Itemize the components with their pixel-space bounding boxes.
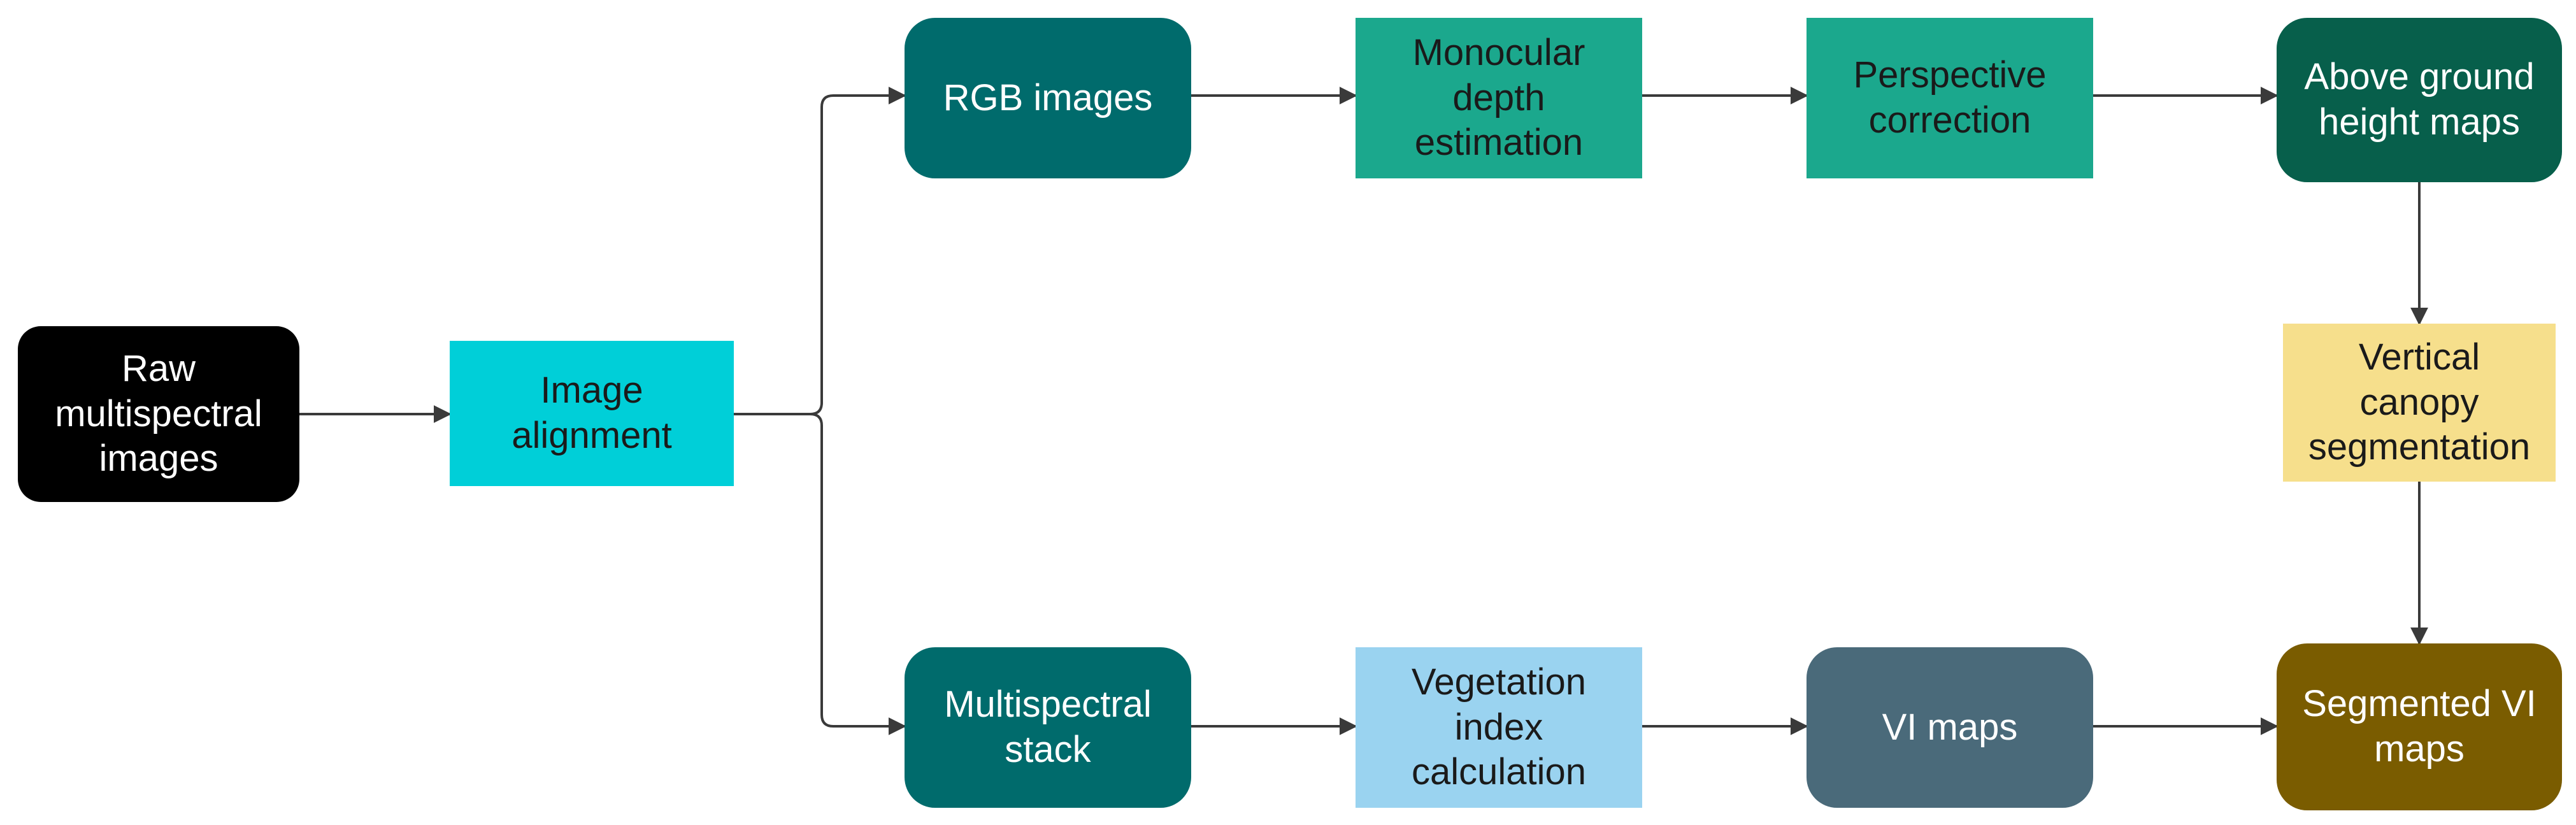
node-label: Image alignment bbox=[512, 369, 672, 456]
node-image-alignment: Image alignment bbox=[450, 341, 734, 486]
node-perspective-correction: Perspective correction bbox=[1807, 18, 2093, 178]
node-label: Monocular depth estimation bbox=[1412, 31, 1585, 164]
node-label: Vertical canopy segmentation bbox=[2308, 336, 2531, 468]
node-label: Above ground height maps bbox=[2304, 56, 2535, 143]
node-label: Vegetation index calculation bbox=[1411, 661, 1587, 793]
node-vegetation-index-calculation: Vegetation index calculation bbox=[1356, 647, 1642, 808]
node-label: Segmented VI maps bbox=[2302, 683, 2537, 770]
node-vertical-canopy-segmentation: Vertical canopy segmentation bbox=[2283, 324, 2556, 482]
node-multispectral-stack: Multispectral stack bbox=[905, 647, 1191, 808]
node-label: Multispectral stack bbox=[944, 684, 1152, 770]
arrow-alignment-to-rgb bbox=[734, 87, 906, 415]
node-vi-maps: VI maps bbox=[1807, 647, 2093, 808]
node-monocular-depth-estimation: Monocular depth estimation bbox=[1356, 18, 1642, 178]
arrow-alignment-to-ms-stack bbox=[810, 413, 906, 735]
node-label: Raw multispectral images bbox=[55, 347, 262, 480]
node-raw-multispectral-images: Raw multispectral images bbox=[18, 326, 299, 502]
node-rgb-images: RGB images bbox=[905, 18, 1191, 178]
node-segmented-vi-maps: Segmented VI maps bbox=[2277, 643, 2562, 810]
node-label: RGB images bbox=[943, 76, 1153, 118]
node-above-ground-height-maps: Above ground height maps bbox=[2277, 18, 2562, 182]
node-label: Perspective correction bbox=[1853, 54, 2047, 141]
node-label: VI maps bbox=[1882, 706, 2018, 748]
